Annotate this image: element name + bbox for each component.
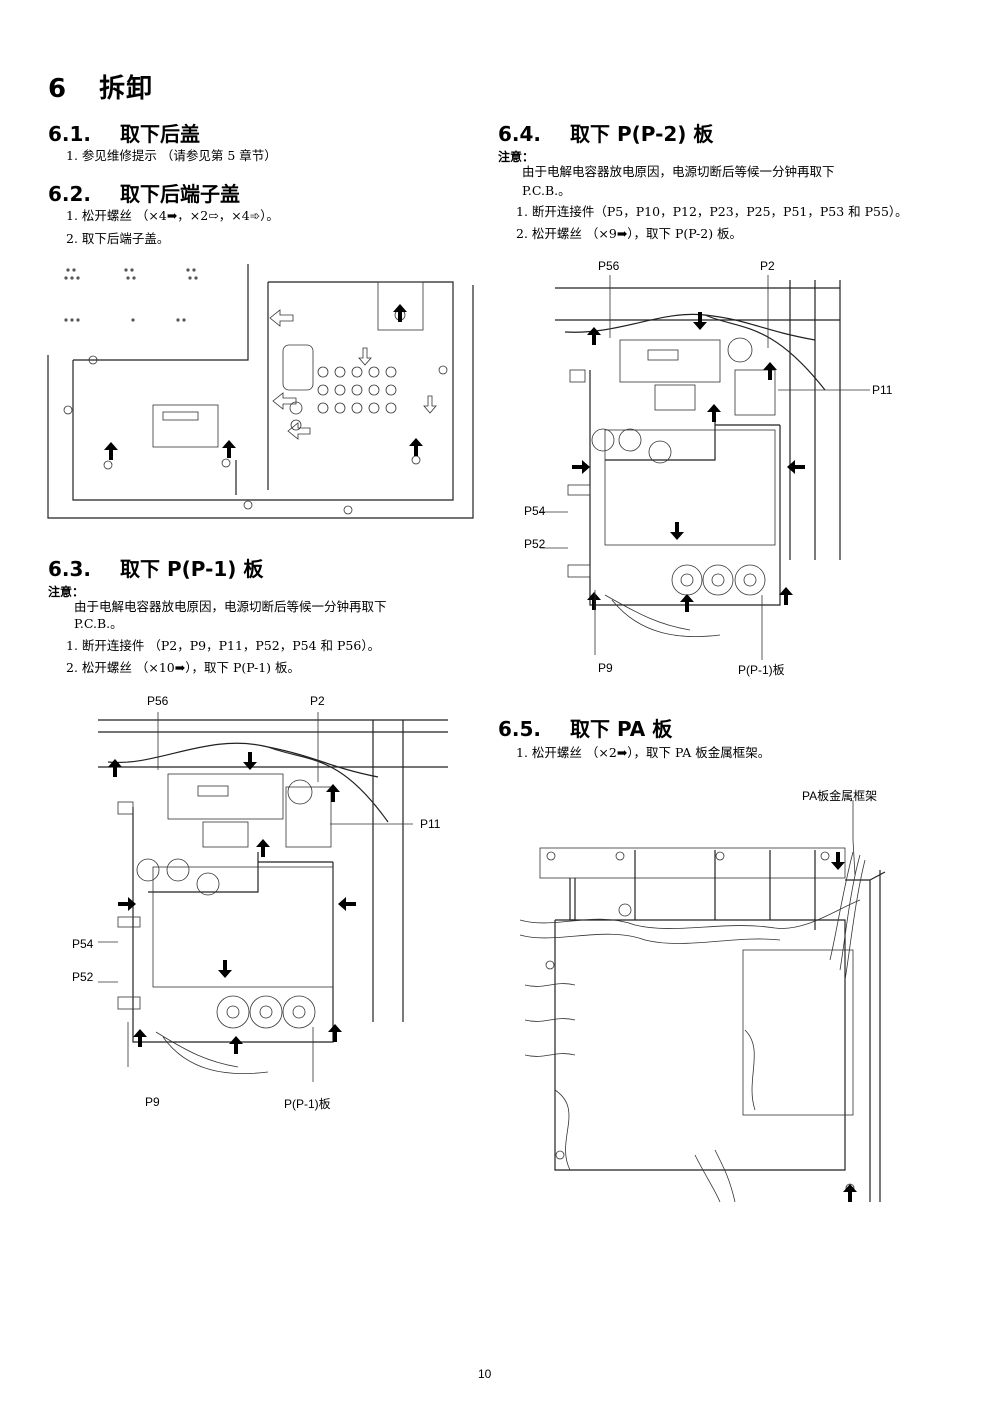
rear-cover-diagram bbox=[47, 264, 474, 519]
section-number: 6.3. bbox=[48, 557, 92, 581]
label-p9: P9 bbox=[145, 1095, 160, 1109]
solid-arrow-icon: ➡ bbox=[166, 208, 178, 223]
section-6-4-note-label: 注意： bbox=[498, 150, 535, 164]
section-6-4-note-text: 由于电解电容器放电原因，电源切断后等候一分钟再取下 bbox=[522, 164, 835, 179]
chapter-heading: 6 拆卸 bbox=[48, 68, 153, 105]
section-title: 取下 PA 板 bbox=[570, 717, 673, 741]
section-number: 6.2. bbox=[48, 182, 92, 206]
section-6-3-step-1: 1. 断开连接件 （P2，P9，P11，P52，P54 和 P56）。 bbox=[66, 638, 381, 653]
section-6-5-heading: 6.5. 取下 PA 板 bbox=[498, 713, 672, 742]
label-p56: P56 bbox=[598, 259, 620, 273]
section-number: 6.4. bbox=[498, 122, 542, 146]
section-title: 取下后盖 bbox=[120, 122, 200, 146]
solid-arrow-icon: ➡ bbox=[616, 226, 628, 241]
section-6-4-step-2: 2. 松开螺丝 （×9➡），取下 P(P-2) 板。 bbox=[516, 226, 743, 241]
section-6-4-heading: 6.4. 取下 P(P-2) 板 bbox=[498, 118, 713, 147]
section-title: 取下 P(P-2) 板 bbox=[570, 122, 714, 146]
label-board: P(P-1)板 bbox=[738, 663, 785, 677]
label-p52: P52 bbox=[524, 537, 546, 551]
label-p54: P54 bbox=[524, 504, 546, 518]
section-6-5-step-1: 1. 松开螺丝 （×2➡），取下 PA 板金属框架。 bbox=[516, 745, 771, 760]
label-p2: P2 bbox=[760, 259, 775, 273]
section-6-4-note-text-2: P.C.B.。 bbox=[522, 183, 571, 198]
section-number: 6.1. bbox=[48, 122, 92, 146]
label-pa-frame: PA板金属框架 bbox=[802, 789, 878, 803]
pa-board-diagram bbox=[519, 800, 886, 1203]
label-board: P(P-1)板 bbox=[284, 1097, 331, 1111]
solid-arrow-icon: ➡ bbox=[616, 745, 628, 760]
section-6-3-note-label: 注意： bbox=[48, 585, 85, 599]
outline-arrow-icon: ⇨ bbox=[208, 208, 219, 223]
chapter-number: 6 bbox=[48, 74, 68, 104]
solid-arrow-icon: ➡ bbox=[174, 660, 186, 675]
section-6-3-heading: 6.3. 取下 P(P-1) 板 bbox=[48, 553, 263, 582]
label-p9: P9 bbox=[598, 661, 613, 675]
label-p11: P11 bbox=[420, 817, 441, 831]
section-6-2-step-1: 1. 松开螺丝 （×4➡，×2⇨，×4➾）。 bbox=[66, 208, 279, 223]
section-6-3-note-text: 由于电解电容器放电原因，电源切断后等候一分钟再取下 bbox=[74, 599, 387, 614]
page-number: 10 bbox=[478, 1367, 492, 1381]
section-6-2-heading: 6.2. 取下后端子盖 bbox=[48, 178, 240, 207]
section-6-4-step-1: 1. 断开连接件（P5，P10，P12，P23，P25，P51，P53 和 P5… bbox=[516, 204, 908, 219]
section-6-2-step-2: 2. 取下后端子盖。 bbox=[66, 231, 170, 246]
section-number: 6.5. bbox=[498, 717, 542, 741]
label-p56: P56 bbox=[147, 694, 169, 708]
section-6-1-step-1: 1. 参见维修提示 （请参见第 5 章节） bbox=[66, 148, 277, 163]
hatched-arrow-icon: ➾ bbox=[249, 208, 261, 223]
label-p2: P2 bbox=[310, 694, 325, 708]
section-6-3-note-text-2: P.C.B.。 bbox=[74, 616, 123, 631]
section-title: 取下 P(P-1) 板 bbox=[120, 557, 264, 581]
chapter-title: 拆卸 bbox=[99, 74, 154, 104]
label-p54: P54 bbox=[72, 937, 94, 951]
p-p2-board-diagram bbox=[540, 275, 870, 660]
label-p52: P52 bbox=[72, 970, 94, 984]
p-p1-board-diagram bbox=[98, 712, 448, 1082]
section-6-1-heading: 6.1. 取下后盖 bbox=[48, 118, 200, 147]
section-6-3-step-2: 2. 松开螺丝 （×10➡），取下 P(P-1) 板。 bbox=[66, 660, 301, 675]
section-title: 取下后端子盖 bbox=[120, 182, 240, 206]
label-p11: P11 bbox=[872, 383, 893, 397]
